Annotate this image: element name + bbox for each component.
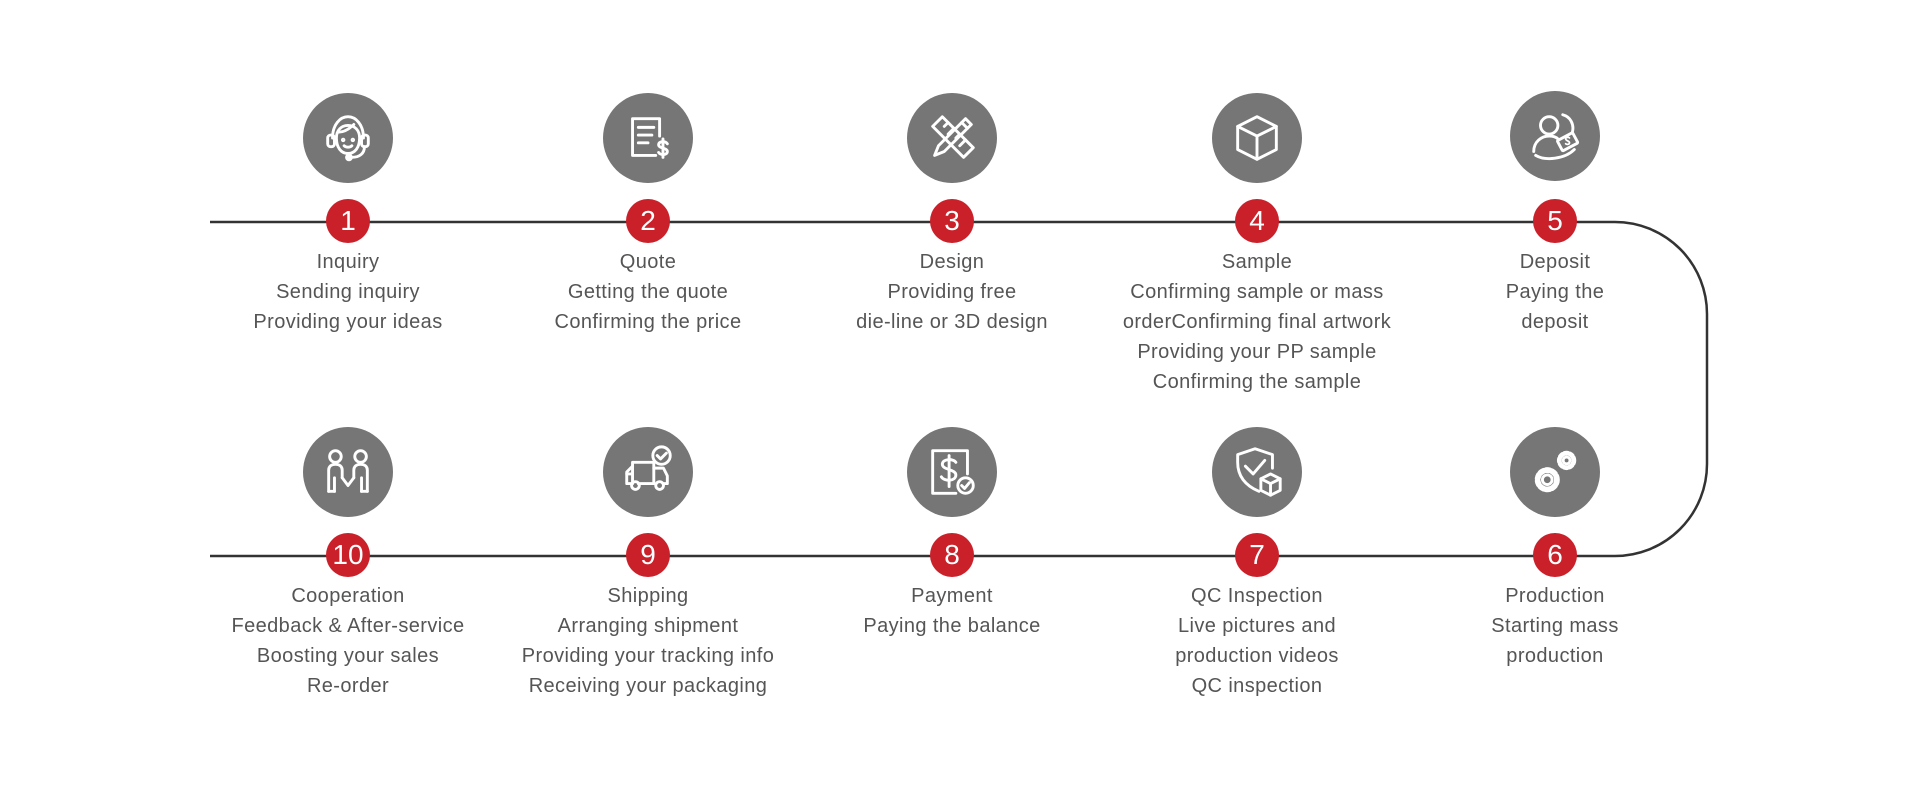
step-title: Quote: [619, 251, 677, 273]
step-number-7: 7: [1235, 533, 1279, 577]
step-number-4: 4: [1235, 199, 1279, 243]
step-description-7: QC Inspection Live pictures and producti…: [1112, 581, 1402, 701]
pencil-ruler-icon: [907, 93, 997, 183]
step-line: Paying the: [1505, 281, 1605, 303]
step-title: Cooperation: [291, 585, 405, 607]
step-line: Feedback & After-service: [231, 615, 465, 637]
step-title: QC Inspection: [1191, 585, 1323, 607]
step-line: production: [1506, 645, 1604, 667]
step-description-3: Design Providing free die-line or 3D des…: [807, 247, 1097, 337]
step-description-6: Production Starting mass production: [1410, 581, 1700, 671]
step-line: Providing your PP sample: [1137, 341, 1377, 363]
truck-check-icon: [603, 427, 693, 517]
step-line: Paying the balance: [863, 615, 1041, 637]
step-line: Getting the quote: [567, 281, 729, 303]
step-line: Confirming the price: [554, 311, 742, 333]
step-line: production videos: [1175, 645, 1339, 667]
step-description-5: Deposit Paying the deposit: [1410, 247, 1700, 337]
step-title: Shipping: [607, 585, 689, 607]
step-line: orderConfirming final artwork: [1122, 311, 1392, 333]
step-line: deposit: [1521, 311, 1589, 333]
step-description-10: Cooperation Feedback & After-service Boo…: [203, 581, 493, 701]
step-title: Payment: [911, 585, 993, 607]
step-description-1: Inquiry Sending inquiry Providing your i…: [203, 247, 493, 337]
step-line: Live pictures and: [1177, 615, 1336, 637]
step-description-9: Shipping Arranging shipment Providing yo…: [503, 581, 793, 701]
step-line: Boosting your sales: [256, 645, 440, 667]
step-line: Starting mass: [1491, 615, 1619, 637]
step-title: Inquiry: [316, 251, 380, 273]
step-number-5: 5: [1533, 199, 1577, 243]
step-line: Confirming sample or mass: [1130, 281, 1384, 303]
handshake-people-icon: [303, 427, 393, 517]
step-number-1: 1: [326, 199, 370, 243]
step-title: Deposit: [1519, 251, 1591, 273]
step-title: Production: [1505, 585, 1605, 607]
step-line: QC inspection: [1191, 675, 1323, 697]
step-line: Arranging shipment: [557, 615, 739, 637]
step-line: Confirming the sample: [1152, 371, 1362, 393]
person-money-icon: [1510, 91, 1600, 181]
step-number-10: 10: [326, 533, 370, 577]
step-description-4: Sample Confirming sample or mass orderCo…: [1112, 247, 1402, 397]
document-dollar-icon: [603, 93, 693, 183]
step-description-2: Quote Getting the quote Confirming the p…: [503, 247, 793, 337]
step-title: Sample: [1221, 251, 1293, 273]
step-number-8: 8: [930, 533, 974, 577]
step-line: Re-order: [306, 675, 390, 697]
step-number-9: 9: [626, 533, 670, 577]
step-line: die-line or 3D design: [856, 311, 1048, 333]
dollar-check-icon: [907, 427, 997, 517]
step-description-8: Payment Paying the balance: [807, 581, 1097, 641]
step-line: Providing your ideas: [253, 311, 443, 333]
step-line: Providing free: [887, 281, 1017, 303]
step-title: Design: [919, 251, 985, 273]
step-number-3: 3: [930, 199, 974, 243]
gears-icon: [1510, 427, 1600, 517]
headset-person-icon: [303, 93, 393, 183]
step-line: Providing your tracking info: [521, 645, 775, 667]
step-number-6: 6: [1533, 533, 1577, 577]
step-number-2: 2: [626, 199, 670, 243]
step-line: Sending inquiry: [276, 281, 420, 303]
step-line: Receiving your packaging: [528, 675, 768, 697]
shield-check-box-icon: [1212, 427, 1302, 517]
cube-box-icon: [1212, 93, 1302, 183]
